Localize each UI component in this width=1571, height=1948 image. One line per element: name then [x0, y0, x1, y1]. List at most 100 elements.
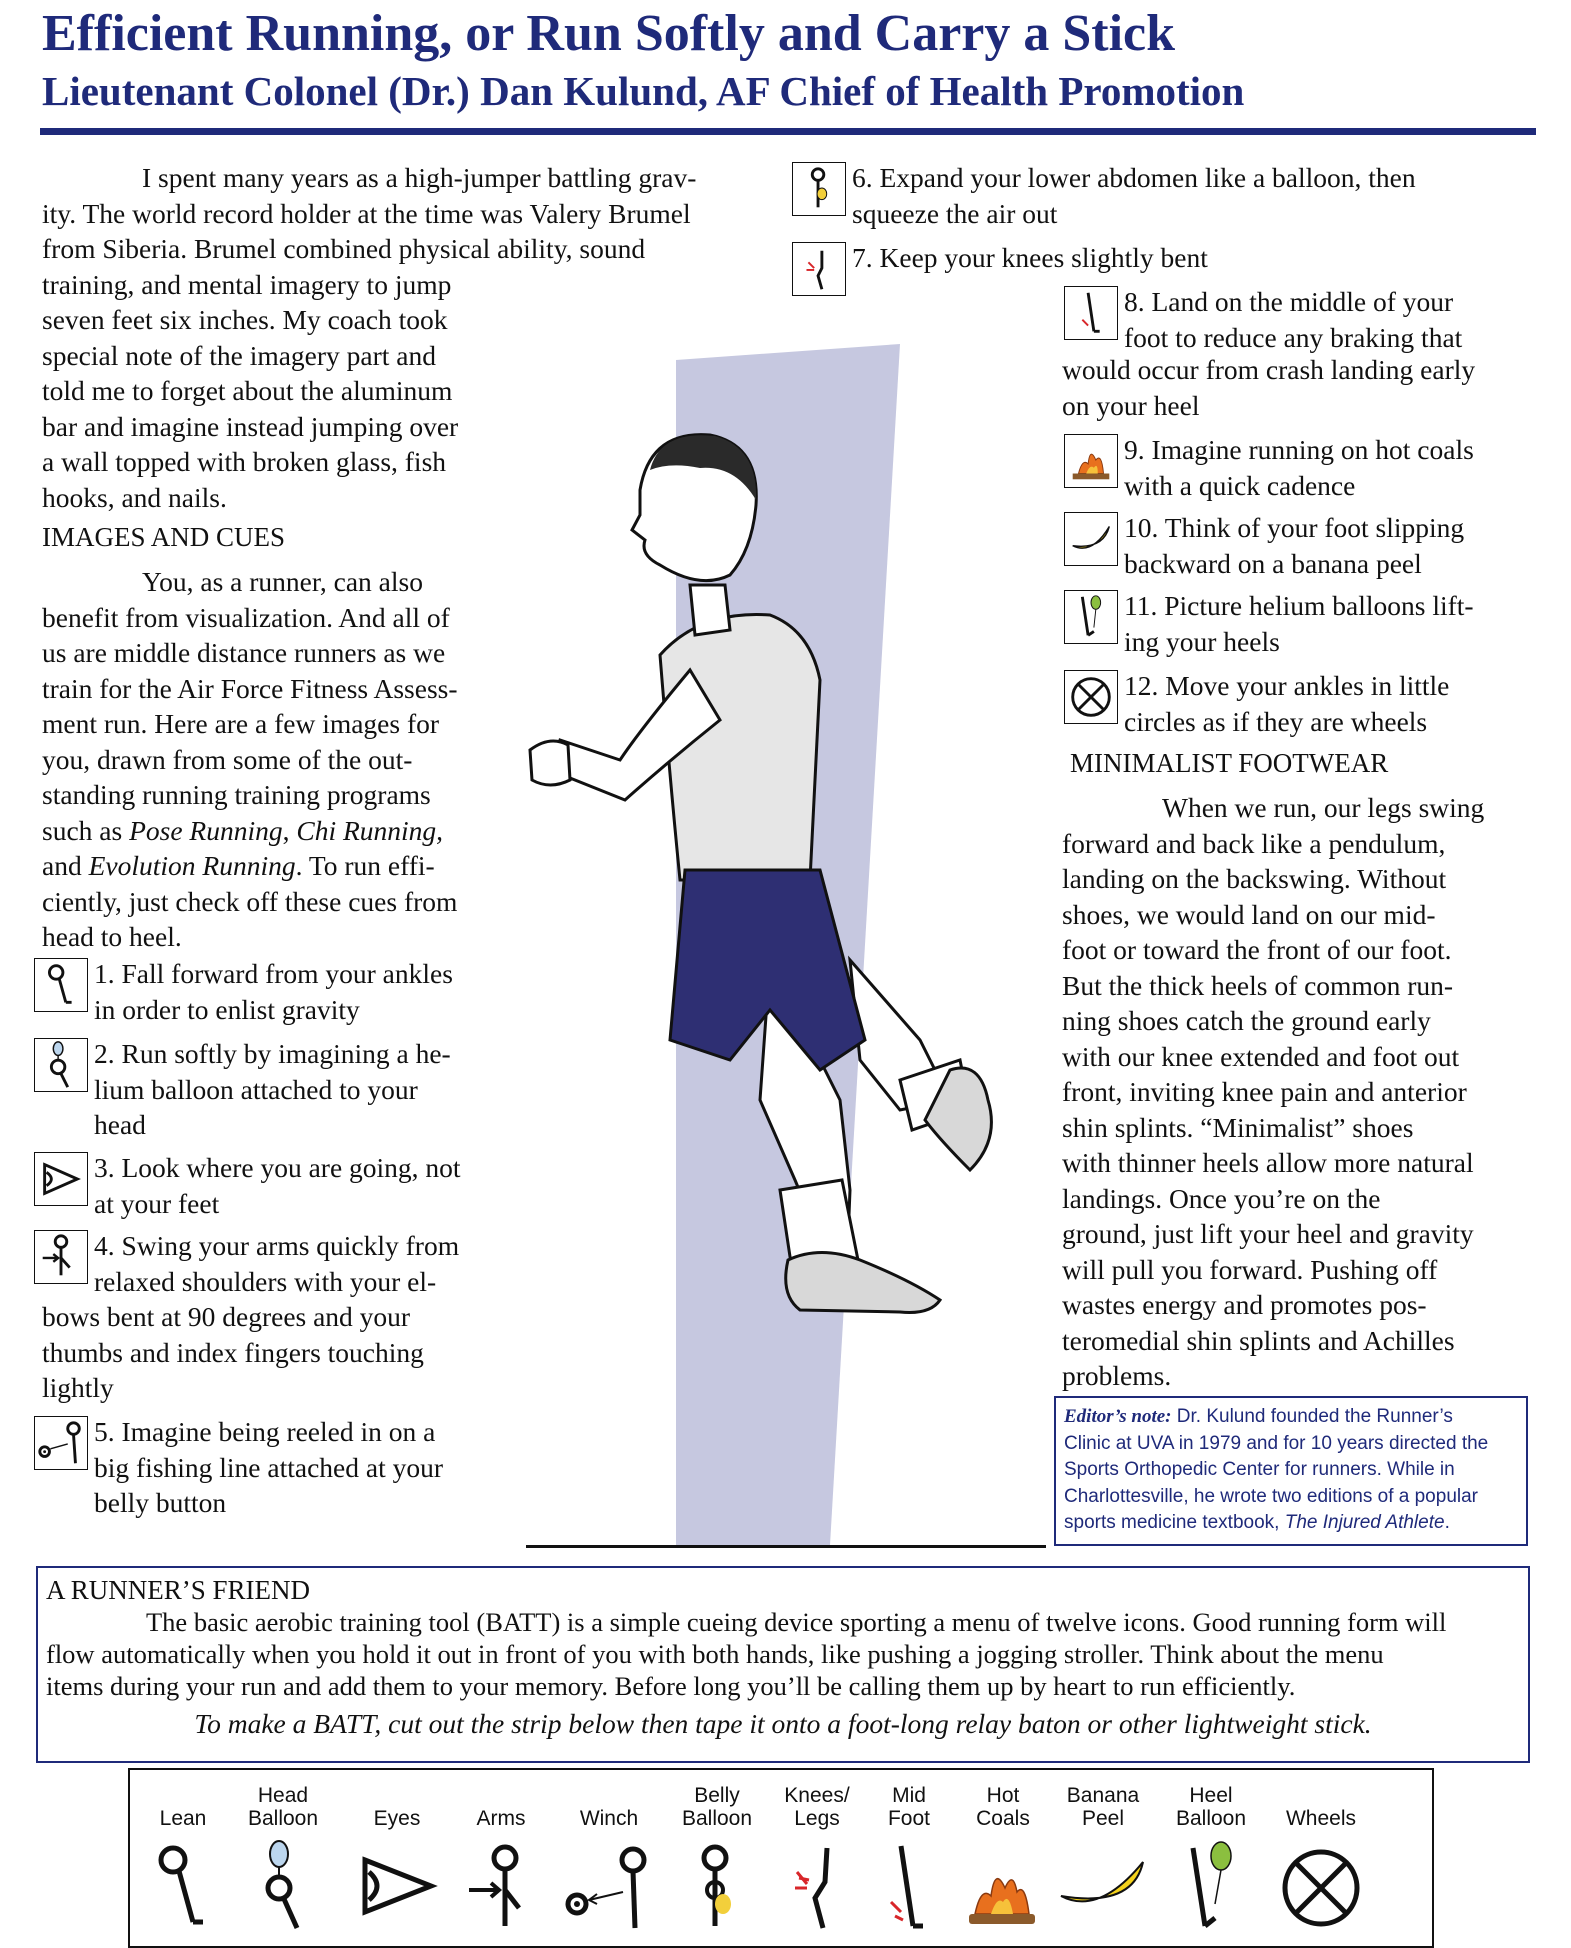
footwear-line: But the thick heels of common run- [1062, 969, 1454, 1001]
intro-line: a wall topped with broken glass, fish [42, 446, 447, 477]
cue-2: 2. Run softly by imagining a he-lium bal… [34, 1036, 524, 1143]
text-span: , [282, 814, 297, 846]
shorts [668, 868, 867, 1072]
footwear-line: landing on the backswing. Without [1062, 863, 1447, 894]
friend-line: flow automatically when you hold it out … [46, 1639, 1384, 1669]
chi-running-title: Chi Running, [296, 814, 444, 846]
winch-icon [561, 1838, 657, 1934]
cue-10: 10. Think of your foot slipping backward … [1064, 510, 1534, 581]
lean-icon [135, 1838, 231, 1934]
cue-line: 2. Run softly by imagining a he- [94, 1038, 451, 1069]
cue-line: with a quick cadence [1124, 469, 1356, 501]
belly-balloon-icon [792, 162, 846, 216]
friend-heading: A RUNNER’S FRIEND [46, 1575, 311, 1605]
cue-line: bows bent at 90 degrees and your [42, 1301, 411, 1332]
intro-paragraph: I spent many years as a high-jumper batt… [42, 160, 782, 515]
cue-line: big fishing line attached at your [94, 1451, 444, 1483]
cue-line: lightly [42, 1372, 114, 1403]
cue-line: squeeze the air out [852, 197, 1058, 229]
intro-line: I spent many years as a high-jumper batt… [142, 162, 697, 193]
front-shoe [923, 1066, 993, 1173]
friend-line: items during your run and add them to yo… [46, 1671, 1296, 1701]
cue-line: backward on a banana peel [1124, 547, 1422, 579]
text-span: Dr. Kulund founded the Runner’s [1171, 1406, 1453, 1427]
images-paragraph: You, as a runner, can also benefit from … [42, 564, 522, 955]
intro-line: from Siberia. Brumel combined physical a… [42, 233, 646, 264]
knees-legs-icon [792, 242, 846, 296]
friend-line: The basic aerobic training tool (BATT) i… [146, 1607, 1447, 1637]
images-line: train for the Air Force Fitness Assess- [42, 672, 458, 704]
footwear-line: wastes energy and promotes pos- [1062, 1289, 1427, 1320]
hot-coals-icon [1064, 434, 1118, 488]
strip-item-arms: Arms [446, 1782, 556, 1934]
cue-line: 7. Keep your knees slightly bent [852, 242, 1208, 273]
editor-note-label: Editor’s note: [1064, 1406, 1172, 1427]
strip-label: Coals [976, 1807, 1030, 1830]
cue-line: lium balloon attached to your [94, 1073, 418, 1105]
runner-neck [688, 583, 732, 637]
strip-label: Balloon [1175, 1807, 1247, 1830]
cue-line: 11. Picture helium balloons lift- [1124, 590, 1474, 621]
hot-coals-icon [955, 1838, 1051, 1934]
runner-illustration [528, 344, 993, 1545]
strip-label: Eyes [373, 1807, 421, 1830]
runner-hair [650, 435, 757, 500]
cue-line: on your heel [1062, 389, 1200, 421]
footwear-line: shin splints. “Minimalist” shoes [1062, 1111, 1414, 1143]
strip-label: Knees/ [784, 1784, 850, 1807]
footwear-line: ground, just lift your heel and gravity [1062, 1218, 1474, 1249]
footwear-line: teromedial shin splints and Achilles [1062, 1324, 1455, 1356]
strip-label: Belly [694, 1784, 740, 1807]
footwear-line: will pull you forward. Pushing off [1062, 1253, 1438, 1285]
footwear-line: landings. Once you’re on the [1062, 1182, 1381, 1214]
eyes-icon [34, 1152, 88, 1206]
friend-instruction: To make a BATT, cut out the strip below … [194, 1708, 1372, 1739]
text-span: and [42, 850, 89, 881]
banana-peel-icon [1064, 512, 1118, 566]
text-span: . [1444, 1512, 1450, 1533]
images-line: you, drawn from some of the out- [42, 743, 413, 775]
footwear-paragraph: When we run, our legs swing forward and … [1062, 790, 1534, 1394]
heel-balloon-icon [1163, 1838, 1259, 1934]
header-rule [40, 128, 1536, 135]
book-title: The Injured Athlete [1284, 1512, 1445, 1533]
arms-icon [34, 1230, 88, 1284]
strip-label: Balloon [247, 1807, 319, 1830]
wheels-icon [1064, 670, 1118, 724]
cue-11: 11. Picture helium balloons lift-ing you… [1064, 588, 1534, 659]
pose-running-title: Pose Running [129, 814, 283, 846]
strip-item-knees-legs: Knees/Legs [762, 1782, 872, 1934]
ground-line [526, 1545, 1046, 1548]
text-span: . To run effi- [295, 850, 435, 881]
strip-label: Banana [1066, 1784, 1140, 1807]
head-balloon-icon [235, 1838, 331, 1934]
banana-peel-icon [1055, 1838, 1151, 1934]
editor-line: Sports Orthopedic Center for runners. Wh… [1064, 1459, 1455, 1480]
images-line: ment run. Here are a few images for [42, 708, 440, 739]
strip-item-winch: Winch [554, 1782, 664, 1934]
cue-line: 10. Think of your foot slipping [1124, 512, 1465, 543]
footwear-line: with thinner heels allow more natural [1062, 1147, 1474, 1178]
text-span: such as [42, 814, 130, 846]
cue-7: 7. Keep your knees slightly bent [792, 240, 1532, 296]
footwear-line: shoes, we would land on our mid- [1062, 898, 1436, 930]
editor-line: Clinic at UVA in 1979 and for 10 years d… [1064, 1432, 1489, 1454]
text-span: sports medicine textbook, [1064, 1512, 1285, 1533]
intro-line: special note of the imagery part and [42, 339, 437, 371]
runner-fist [528, 739, 572, 787]
cue-line: ing your heels [1124, 625, 1280, 657]
strip-item-lean: Lean [128, 1782, 238, 1934]
strip-label: Arms [476, 1807, 526, 1830]
cue-line: thumbs and index fingers touching [42, 1336, 424, 1368]
images-line: ciently, just check off these cues from [42, 885, 458, 917]
footwear-line: forward and back like a pendulum, [1062, 827, 1446, 859]
footwear-line: When we run, our legs swing [1162, 792, 1485, 823]
